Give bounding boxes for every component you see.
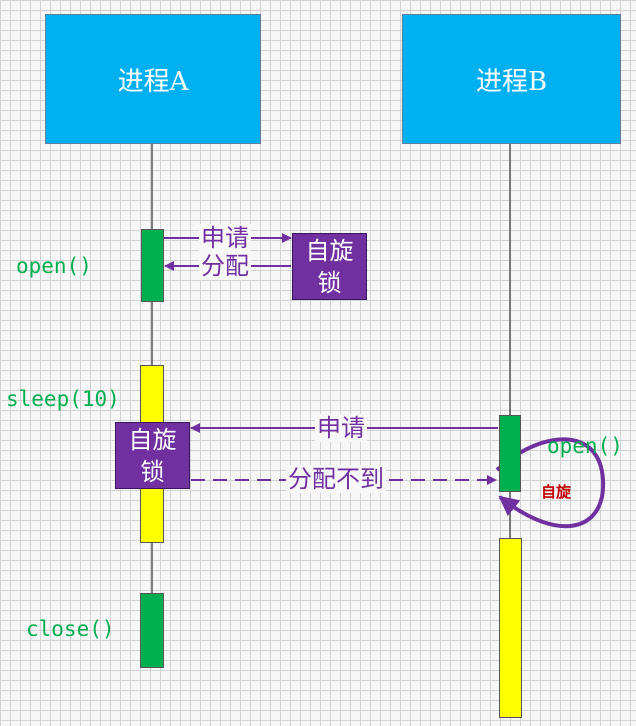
spin-label: 自旋 (541, 483, 572, 501)
spin-lock-label-2: 自旋 锁 (128, 425, 177, 486)
spin-lock-box-2: 自旋 锁 (115, 422, 190, 489)
b-sleep-activation (499, 538, 522, 718)
process-b-label: 进程B (475, 66, 548, 97)
b-open-activation (499, 415, 521, 492)
b-not-allocated-label: 分配不到 (286, 465, 386, 493)
process-a-box: 进程A (45, 14, 261, 144)
b-open-call: open() (547, 434, 623, 458)
process-b-box: 进程B (402, 14, 621, 144)
process-a-label: 进程A (117, 66, 189, 97)
a-sleep-call: sleep(10) (6, 387, 120, 411)
a-close-activation (140, 593, 164, 668)
a-close-call: close() (26, 617, 115, 641)
a-allocate-label: 分配 (199, 252, 251, 280)
a-open-call: open() (16, 254, 92, 278)
a-open-activation (141, 229, 164, 302)
spin-loop-arrow (495, 437, 606, 529)
spin-lock-box-1: 自旋 锁 (292, 233, 367, 300)
spin-lock-label-1: 自旋 锁 (305, 236, 354, 297)
a-request-label: 申请 (199, 224, 251, 252)
b-request-label: 申请 (315, 414, 367, 442)
